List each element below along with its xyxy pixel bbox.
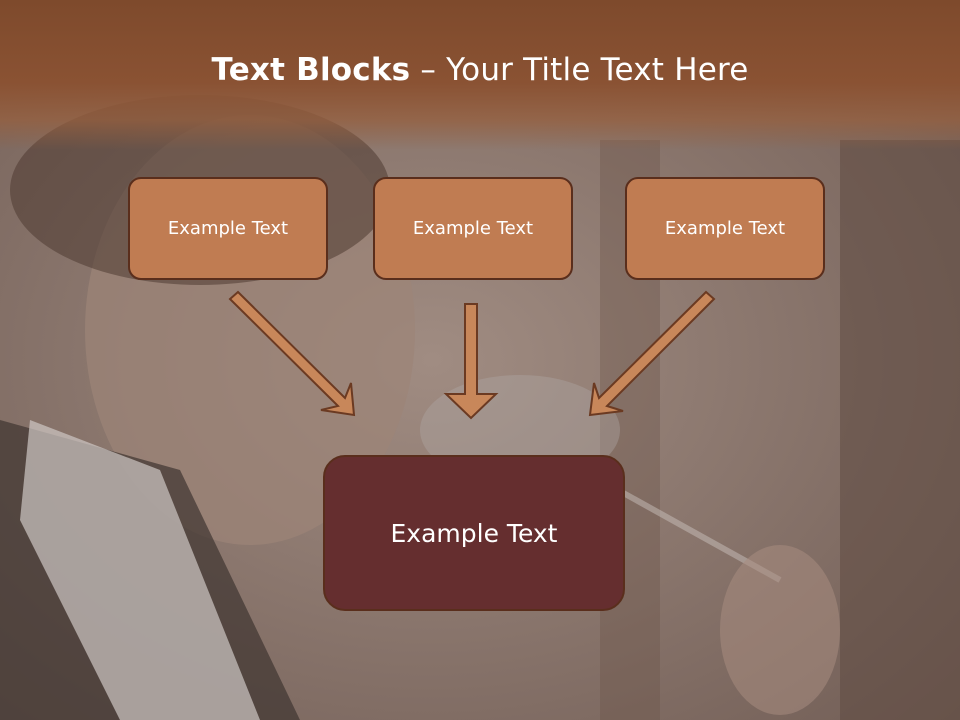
target-block[interactable]: Example Text — [323, 455, 625, 611]
title-rest: – Your Title Text Here — [410, 52, 749, 88]
text-block-1[interactable]: Example Text — [128, 177, 328, 280]
text-block-3-label: Example Text — [664, 218, 786, 239]
title-bold: Text Blocks — [211, 52, 411, 88]
text-block-2-label: Example Text — [412, 218, 534, 239]
slide-title: Text Blocks – Your Title Text Here — [0, 52, 960, 88]
target-block-label: Example Text — [390, 518, 558, 548]
title-banner — [0, 0, 960, 150]
arrow-center — [443, 303, 499, 420]
text-block-2[interactable]: Example Text — [373, 177, 573, 280]
text-block-1-label: Example Text — [167, 218, 289, 239]
arrow-left — [228, 290, 356, 417]
arrow-right — [588, 290, 716, 417]
text-block-3[interactable]: Example Text — [625, 177, 825, 280]
